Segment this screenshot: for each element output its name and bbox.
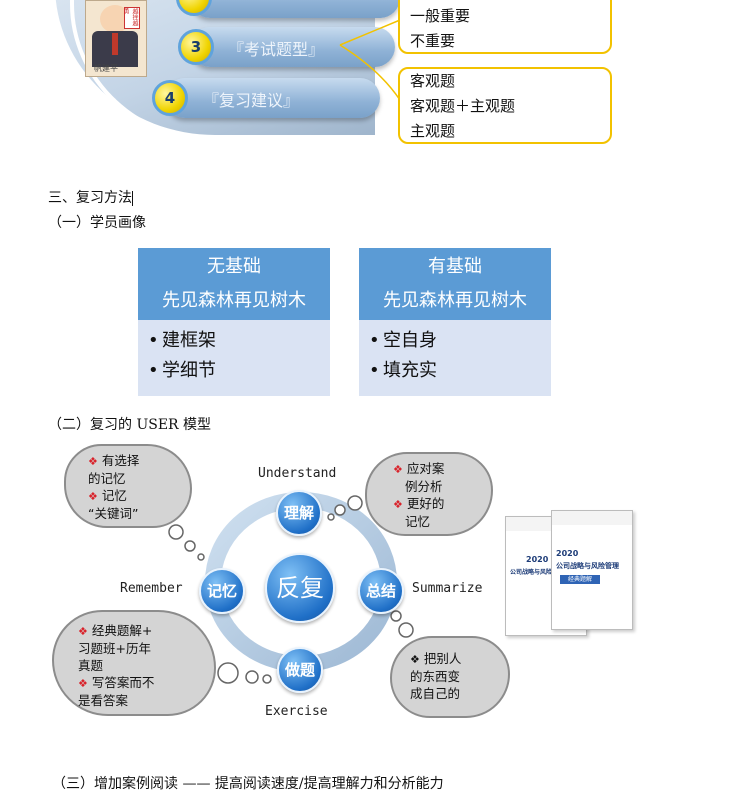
node-center-repeat: 反复 — [265, 553, 335, 623]
importance-box: 一般重要 不重要 — [398, 0, 612, 54]
cloud-line: 的记忆 — [88, 471, 126, 486]
cloud-line: ❖ 应对案 — [393, 461, 445, 476]
cloud-bottom-right: ❖ 把别人 的东西变 成自己的 — [390, 636, 510, 718]
profile-card-head: 有基础 先见森林再见树木 — [359, 248, 551, 320]
cloud-line: 成自己的 — [410, 686, 461, 701]
profile-title: 有基础 — [428, 256, 482, 277]
book-covers: 2020 公司战略与风险管理 2020 公司战略与风险管理 经典题解 — [505, 510, 640, 640]
profile-point: •建框架 — [148, 330, 216, 351]
cloud-top-right: ❖ 应对案 例分析 ❖ 更好的 记忆 — [365, 452, 493, 536]
profile-card-with-basis: 有基础 先见森林再见树木 •空自身 •填充实 — [359, 248, 551, 396]
node-summarize: 总结 — [358, 568, 404, 614]
label-summarize: Summarize — [412, 581, 483, 596]
diamond-bullet-icon: ❖ — [78, 625, 88, 638]
badge-item-3: 3 — [178, 29, 214, 65]
mascot-tag: 越挫越勇 — [122, 7, 140, 29]
bar-label-3: 『考试题型』 — [228, 40, 325, 59]
question-type-item: 客观题 — [410, 72, 456, 90]
profile-card-body: •空自身 •填充实 — [359, 320, 551, 396]
cloud-bottom-left: ❖ 经典题解+ 习题班+历年 真题 ❖ 写答案而不 是看答案 — [52, 610, 216, 716]
node-remember: 记忆 — [199, 568, 245, 614]
cloud-line: ❖ 更好的 — [393, 496, 445, 511]
cloud-line: 的东西变 — [410, 669, 461, 684]
sub-title-case-reading: （三）增加案例阅读 —— 提高阅读速度/提高理解力和分析能力 — [52, 776, 444, 792]
cloud-line: 记忆 — [405, 514, 431, 529]
importance-item: 不重要 — [410, 32, 456, 50]
diamond-bullet-icon: ❖ — [393, 498, 403, 511]
mascot-tie — [112, 33, 118, 55]
sub-title-user-model: （二）复习的 USER 模型 — [48, 417, 212, 433]
sub-title-profiles: （一）学员画像 — [48, 215, 146, 231]
diamond-bullet-icon: ❖ — [410, 653, 420, 666]
cloud-line: ❖ 写答案而不 — [78, 675, 155, 690]
cloud-top-left: ❖ 有选择 的记忆 ❖ 记忆 “关键词” — [64, 444, 192, 528]
question-type-box: 客观题 客观题＋主观题 主观题 — [398, 67, 612, 144]
badge-item-4: 4 — [152, 80, 188, 116]
connector-lines — [339, 19, 401, 101]
node-exercise: 做题 — [277, 647, 323, 693]
diamond-bullet-icon: ❖ — [88, 490, 98, 503]
section-3-title: 三、复习方法 — [48, 190, 133, 206]
diamond-bullet-icon: ❖ — [393, 463, 403, 476]
cloud-line: ❖ 有选择 — [88, 453, 140, 468]
bar-item-2 — [190, 0, 400, 18]
label-remember: Remember — [120, 581, 183, 596]
profile-card-body: •建框架 •学细节 — [138, 320, 330, 396]
user-model-diagram: ❖ 有选择 的记忆 ❖ 记忆 “关键词” ❖ 应对案 例分析 ❖ 更好的 记忆 … — [0, 440, 750, 730]
mascot-signature: 帆建平 — [94, 64, 118, 73]
cloud-line: 是看答案 — [78, 693, 129, 708]
top-graphic: 越挫越勇 帆建平 『考试题型』 3 『复习建议』 4 一般重要 不重要 客观题 … — [0, 0, 750, 160]
profile-point: •学细节 — [148, 360, 216, 381]
diamond-bullet-icon: ❖ — [78, 677, 88, 690]
question-type-item: 主观题 — [410, 122, 456, 140]
cloud-line: 真题 — [78, 658, 104, 673]
cloud-line: 例分析 — [405, 479, 443, 494]
profile-card-head: 无基础 先见森林再见树木 — [138, 248, 330, 320]
book-cover-front: 2020 公司战略与风险管理 经典题解 — [551, 510, 633, 630]
node-understand: 理解 — [276, 490, 322, 536]
question-type-item: 客观题＋主观题 — [410, 97, 516, 115]
label-understand: Understand — [258, 466, 337, 481]
cloud-line: ❖ 记忆 — [88, 488, 127, 503]
diamond-bullet-icon: ❖ — [88, 455, 98, 468]
cloud-line: ❖ 经典题解+ — [78, 623, 153, 638]
bar-label-4: 『复习建议』 — [203, 91, 300, 110]
profile-point: •填充实 — [369, 360, 437, 381]
profile-title: 无基础 — [207, 256, 261, 277]
bar-item-4: 『复习建议』 — [165, 78, 380, 118]
cloud-line: “关键词” — [88, 506, 139, 521]
cloud-line: 习题班+历年 — [78, 641, 151, 656]
bar-item-3: 『考试题型』 — [190, 27, 395, 67]
text-cursor — [132, 190, 133, 206]
bubble-trails — [168, 495, 414, 684]
profile-subtitle: 先见森林再见树木 — [162, 290, 306, 311]
cloud-line: ❖ 把别人 — [410, 651, 462, 666]
profile-card-no-basis: 无基础 先见森林再见树木 •建框架 •学细节 — [138, 248, 330, 396]
profile-subtitle: 先见森林再见树木 — [383, 290, 527, 311]
importance-item: 一般重要 — [410, 7, 471, 25]
label-exercise: Exercise — [265, 704, 328, 719]
profile-point: •空自身 — [369, 330, 437, 351]
mascot-illustration: 越挫越勇 帆建平 — [85, 0, 147, 77]
